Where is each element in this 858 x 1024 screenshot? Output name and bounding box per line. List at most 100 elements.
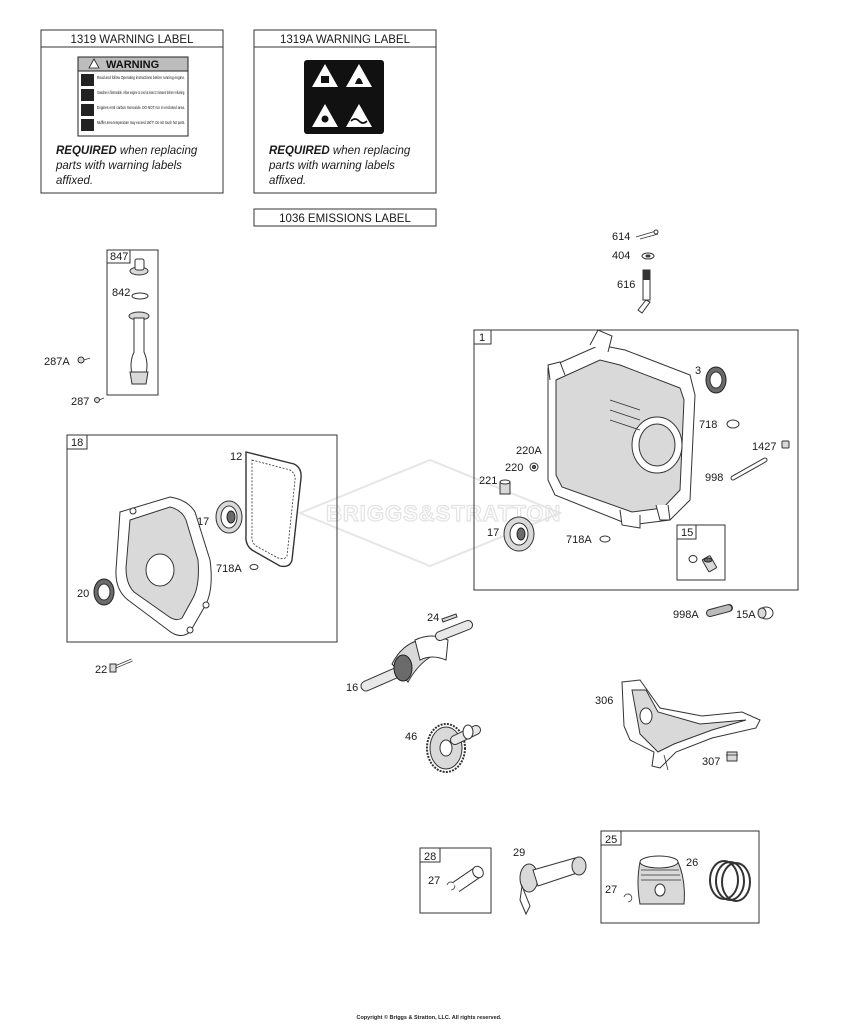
callout-27-pin[interactable]: 27 bbox=[428, 875, 440, 887]
callout-718[interactable]: 718 bbox=[699, 419, 717, 431]
part-614-clip bbox=[635, 230, 659, 240]
callout-718A-cover[interactable]: 718A bbox=[216, 563, 242, 575]
warning-1319A-note-1: when replacing bbox=[330, 145, 411, 157]
callout-24[interactable]: 24 bbox=[427, 612, 439, 624]
callout-12[interactable]: 12 bbox=[230, 451, 242, 463]
group-847-label[interactable]: 847 bbox=[110, 251, 128, 263]
warning-line-4: Muffler area temperature may exceed 150°… bbox=[97, 120, 185, 125]
emissions-label-1036-panel: 1036 EMISSIONS LABEL bbox=[253, 208, 437, 227]
part-20-seal bbox=[93, 578, 115, 606]
group-15-label[interactable]: 15 bbox=[681, 527, 693, 539]
cylinder-block bbox=[547, 329, 696, 529]
part-17-bearing-block bbox=[503, 516, 535, 552]
part-15A-cap bbox=[757, 606, 774, 620]
callout-306[interactable]: 306 bbox=[595, 695, 613, 707]
warning-line-2: Gasoline is flammable. Allow engine to c… bbox=[97, 90, 185, 95]
part-12-gasket bbox=[245, 451, 302, 568]
warning-sticker: WARNING Read and follow Operating instru… bbox=[77, 56, 189, 137]
warning-triangle-icon bbox=[88, 58, 100, 69]
callout-27-piston[interactable]: 27 bbox=[605, 884, 617, 896]
piston-pin-group: 28 27 bbox=[419, 847, 492, 914]
callout-17-block[interactable]: 17 bbox=[487, 527, 499, 539]
callout-20[interactable]: 20 bbox=[77, 588, 89, 600]
part-287-screw bbox=[94, 397, 105, 403]
hot-surface-icon bbox=[81, 119, 94, 131]
piston-group: 25 27 26 bbox=[600, 830, 760, 924]
group-28-label[interactable]: 28 bbox=[424, 851, 436, 863]
group-25-label[interactable]: 25 bbox=[605, 834, 617, 846]
callout-17-cover[interactable]: 17 bbox=[197, 516, 209, 528]
warning-1319-note-1: when replacing bbox=[117, 145, 198, 157]
warning-sticker-title: WARNING bbox=[106, 59, 159, 71]
dipstick-tube bbox=[128, 311, 150, 385]
warning-label-1319A-header: 1319A WARNING LABEL bbox=[280, 34, 411, 46]
part-718-dowel bbox=[726, 419, 740, 429]
part-17-bearing-cover bbox=[215, 500, 243, 534]
copyright-notice: Copyright © Briggs & Stratton, LLC. All … bbox=[356, 1014, 502, 1021]
callout-15A[interactable]: 15A bbox=[736, 609, 756, 621]
callout-616[interactable]: 616 bbox=[617, 279, 635, 291]
crankcase-cover bbox=[115, 496, 212, 636]
warning-1319-note-3: affixed. bbox=[56, 175, 93, 187]
warning-1319A-required: REQUIRED bbox=[269, 145, 330, 157]
fire-warning-icon bbox=[346, 64, 372, 87]
warning-line-1: Read and follow Operating instructions b… bbox=[97, 75, 185, 80]
fire-icon bbox=[81, 89, 94, 101]
group-1-label[interactable]: 1 bbox=[479, 332, 485, 344]
part-998-shaft bbox=[730, 457, 768, 481]
part-998A-stud bbox=[706, 604, 733, 617]
warning-1319A-note-3: affixed. bbox=[269, 175, 306, 187]
callout-718A-block[interactable]: 718A bbox=[566, 534, 592, 546]
part-46-camshaft bbox=[426, 723, 481, 773]
callout-26[interactable]: 26 bbox=[686, 857, 698, 869]
warning-line-3: Engines emit carbon monoxide. DO NOT run… bbox=[97, 105, 185, 110]
part-16-crankshaft bbox=[360, 620, 473, 692]
part-29-connecting-rod bbox=[519, 856, 587, 916]
emissions-label-header: 1036 EMISSIONS LABEL bbox=[279, 213, 411, 225]
svg-text:REQUIRED when replacing: REQUIRED when replacing bbox=[269, 145, 411, 157]
breather-parts: 614 404 616 bbox=[612, 229, 659, 314]
callout-221[interactable]: 221 bbox=[479, 475, 497, 487]
part-22-bolt bbox=[109, 658, 133, 673]
svg-text:REQUIRED when replacing: REQUIRED when replacing bbox=[56, 145, 198, 157]
part-3-seal bbox=[705, 366, 727, 394]
piston bbox=[637, 855, 685, 905]
warning-1319-note-2: parts with warning labels bbox=[55, 160, 182, 172]
part-842-oring bbox=[131, 292, 149, 300]
part-27-clip-piston bbox=[623, 893, 633, 903]
part-1427-plug bbox=[781, 440, 790, 449]
callout-287[interactable]: 287 bbox=[71, 396, 89, 408]
callout-220A[interactable]: 220A bbox=[516, 445, 542, 457]
warning-label-1319-panel: 1319 WARNING LABEL WARNING Read and foll… bbox=[40, 29, 224, 194]
part-15-plug bbox=[701, 555, 717, 573]
warning-1319-required: REQUIRED bbox=[56, 145, 117, 157]
cylinder-subgroup-15: 15 bbox=[676, 524, 726, 581]
callout-614[interactable]: 614 bbox=[612, 231, 630, 243]
callout-998[interactable]: 998 bbox=[705, 472, 723, 484]
co-gas-icon bbox=[81, 104, 94, 116]
part-306-plate bbox=[621, 679, 761, 771]
callout-220[interactable]: 220 bbox=[505, 462, 523, 474]
callout-22[interactable]: 22 bbox=[95, 664, 107, 676]
callout-287A[interactable]: 287A bbox=[44, 356, 70, 368]
part-287A-screw bbox=[77, 356, 91, 364]
callout-998A[interactable]: 998A bbox=[673, 609, 699, 621]
part-24-key bbox=[441, 613, 458, 623]
callout-842[interactable]: 842 bbox=[112, 287, 130, 299]
pictogram-sticker bbox=[304, 60, 384, 134]
callout-404[interactable]: 404 bbox=[612, 250, 630, 262]
part-616-tube bbox=[637, 269, 651, 314]
callout-1427[interactable]: 1427 bbox=[752, 441, 776, 453]
callout-307[interactable]: 307 bbox=[702, 756, 720, 768]
callout-46[interactable]: 46 bbox=[405, 731, 417, 743]
cylinder-group: 1 3 718 1427 998 220A 220 bbox=[473, 329, 799, 591]
group-18-label[interactable]: 18 bbox=[71, 437, 83, 449]
callout-29[interactable]: 29 bbox=[513, 847, 525, 859]
callout-16[interactable]: 16 bbox=[346, 682, 358, 694]
part-28-pin bbox=[452, 865, 484, 892]
part-307-gear bbox=[726, 751, 738, 762]
part-221-fitting bbox=[499, 479, 511, 495]
manual-warning-icon bbox=[312, 64, 338, 87]
callout-3[interactable]: 3 bbox=[695, 365, 701, 377]
